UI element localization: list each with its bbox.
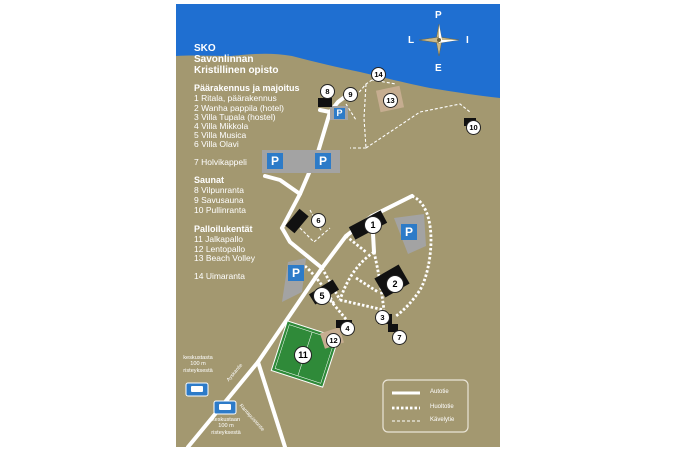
marker-5[interactable]: 5 (313, 287, 331, 305)
list-item: 12 Lentopallo (194, 244, 246, 254)
marker-12[interactable]: 12 (326, 333, 341, 348)
parking-icon: P (334, 108, 345, 119)
marker-14[interactable]: 14 (371, 67, 386, 82)
title-line-3: Kristillinen opisto (194, 65, 279, 76)
lake-water (176, 4, 500, 98)
legend-autotie: Autotie (430, 389, 449, 395)
parking-icon: P (401, 224, 417, 240)
list-item: 8 Vilpunranta (194, 185, 244, 195)
list-item: 10 Pullinranta (194, 205, 246, 215)
section-heading-ball-fields: Palloilukentät (194, 224, 253, 234)
compass-rose (418, 23, 460, 57)
legend-huoltotie: Huoltotie (430, 404, 454, 410)
title-line-1: SKO (194, 43, 216, 54)
list-item: 7 Holvikappeli (194, 157, 247, 167)
title-line-2: Savonlinnan (194, 54, 254, 65)
compass-east: I (466, 35, 469, 46)
legend-box (382, 379, 469, 433)
list-item: 13 Beach Volley (194, 253, 255, 263)
compass-north: P (435, 10, 442, 21)
marker-13[interactable]: 13 (383, 93, 398, 108)
list-item: 14 Uimaranta (194, 271, 246, 281)
list-item: 1 Ritala, päärakennus (194, 93, 277, 103)
city-center-to-label: keskustaan 100 m risteyksestä (211, 417, 241, 436)
list-item: 3 Villa Tupala (hostel) (194, 112, 276, 122)
parking-icon: P (315, 153, 331, 169)
marker-3[interactable]: 3 (375, 310, 390, 325)
service-roads (304, 194, 433, 325)
marker-4[interactable]: 4 (340, 321, 355, 336)
parking-icon: P (288, 265, 304, 281)
legend-kavelytie: Kävelytie (430, 417, 455, 423)
list-item: 9 Savusauna (194, 195, 244, 205)
section-heading-accommodation: Päärakennus ja majoitus (194, 83, 300, 93)
marker-11[interactable]: 11 (294, 346, 312, 364)
marker-10[interactable]: 10 (466, 120, 481, 135)
list-item: 2 Wanha pappila (hotel) (194, 103, 284, 113)
marker-8[interactable]: 8 (320, 84, 335, 99)
city-center-from-label: keskustasta 100 m risteyksestä (183, 355, 213, 374)
marker-9[interactable]: 9 (343, 87, 358, 102)
parking-icon: P (267, 153, 283, 169)
marker-1[interactable]: 1 (364, 216, 382, 234)
marker-2[interactable]: 2 (386, 275, 404, 293)
marker-6[interactable]: 6 (311, 213, 326, 228)
compass-south: E (435, 63, 442, 74)
list-item: 5 Villa Musica (194, 130, 247, 140)
list-item: 6 Villa Olavi (194, 139, 239, 149)
list-item: 11 Jalkapallo (194, 234, 243, 244)
compass-west: L (408, 35, 415, 46)
list-item: 4 Villa Mikkola (194, 121, 249, 131)
section-heading-saunas: Saunat (194, 175, 225, 185)
marker-7[interactable]: 7 (392, 330, 407, 345)
